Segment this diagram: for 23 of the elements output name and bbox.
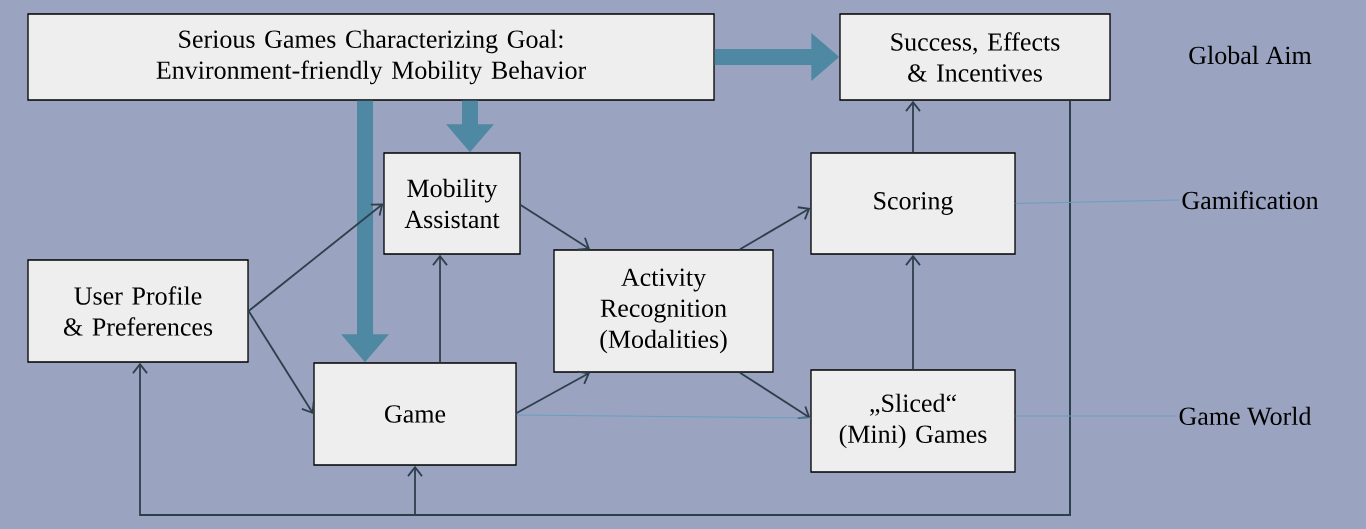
arrow — [247, 310, 315, 414]
arrow — [432, 254, 448, 364]
arrow — [905, 254, 921, 371]
arrow — [247, 203, 384, 312]
arrow — [407, 99, 1071, 516]
level-label: Gamification — [1182, 190, 1319, 210]
process-box: Mobility Assistant — [383, 152, 521, 255]
level-label: Game World — [1179, 406, 1312, 426]
process-box: Serious Games Characterizing Goal: Environment-friendly Mobility Behavior — [27, 13, 715, 101]
process-box: User Profile & Preferences — [27, 259, 249, 363]
process-box: Activity Recognition (Modalities) — [553, 249, 774, 373]
process-box: Game — [313, 362, 517, 466]
process-box: Success, Effects & Incentives — [839, 13, 1111, 101]
arrow — [739, 206, 811, 251]
arrow — [515, 370, 590, 414]
level-label: Global Aim — [1189, 45, 1312, 65]
arrow — [739, 371, 811, 420]
arrow — [905, 100, 921, 154]
arrow — [519, 204, 590, 251]
leader-line — [1015, 199, 1180, 205]
process-box: „Sliced“ (Mini) Games — [810, 369, 1016, 473]
process-box: Scoring — [810, 152, 1016, 255]
leader-line — [516, 414, 811, 419]
